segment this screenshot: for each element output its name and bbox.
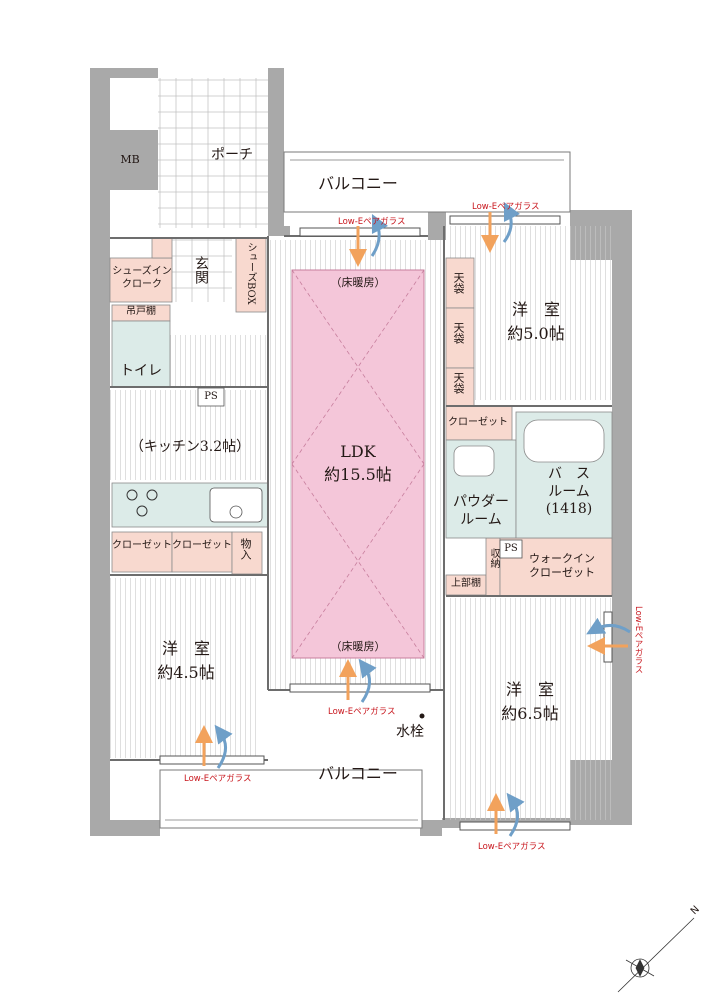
- bathroom-label: バ ス ルーム (1418): [545, 466, 593, 517]
- ps-box-mid: [499, 539, 523, 559]
- floor-heating-bottom-label: （床暖房）: [330, 640, 386, 653]
- bedroom-ne-size-label: 約5.0帖: [507, 324, 565, 343]
- ps-box-top: [197, 387, 225, 407]
- low-e-glass-top-right: Low-Eペアガラス: [472, 202, 540, 212]
- low-e-glass-ldk-bottom: Low-Eペアガラス: [328, 707, 396, 717]
- floor-heating-zone: [291, 269, 425, 659]
- entrance-floor: [172, 238, 232, 302]
- ldk-size-label: 約15.5帖: [324, 465, 392, 484]
- porch-label: ポーチ: [211, 147, 253, 163]
- partitions: [110, 226, 612, 820]
- low-e-glass-se-bottom: Low-Eペアガラス: [478, 842, 546, 852]
- balcony-top-label: バルコニー: [318, 174, 398, 193]
- mb-label: MB: [120, 153, 140, 166]
- hanging-shelf-label: 吊戸棚: [126, 306, 156, 317]
- shoe-box-label: シューズBOX: [245, 242, 256, 305]
- toilet-label: トイレ: [120, 363, 162, 379]
- ceiling-storage-1-label: 天袋: [452, 272, 465, 294]
- ps-top-label: PS: [204, 391, 218, 402]
- low-e-glass-top-center: Low-Eペアガラス: [338, 217, 406, 227]
- low-e-glass-sw-bottom: Low-Eペアガラス: [184, 774, 252, 784]
- airflow-arrows: [195, 201, 631, 837]
- wet-areas: [111, 320, 613, 539]
- entrance-label: 玄関: [193, 256, 209, 284]
- kitchen-counter: [111, 482, 269, 528]
- kitchen-label: （キッチン3.2帖）: [129, 439, 251, 455]
- closet-sw-1-label: クローゼット: [112, 540, 172, 551]
- balcony-top-area: [283, 151, 571, 213]
- floor-heating-top-label: （床暖房）: [330, 276, 386, 289]
- low-e-glass-right-side: Low-Eペアガラス: [633, 606, 643, 674]
- balcony-bottom-area: [159, 769, 423, 829]
- storage-label: 収納: [488, 548, 499, 568]
- compass-rose: [617, 917, 695, 993]
- bedroom-se-name-label: 洋 室: [505, 680, 555, 699]
- walk-in-closet-label: ウォークイン クローゼット: [529, 552, 595, 579]
- ceiling-storage-2-label: 天袋: [452, 322, 465, 344]
- bedroom-sw-name-label: 洋 室: [161, 639, 211, 658]
- porch-floor: [158, 78, 268, 228]
- balcony-bottom-label: バルコニー: [318, 764, 398, 783]
- bedroom-se-size-label: 約6.5帖: [501, 704, 559, 723]
- water-tap-marker: [419, 713, 425, 719]
- upper-shelf-label: 上部棚: [451, 578, 481, 589]
- ldk-name-label: LDK: [340, 442, 376, 461]
- closet-sw-2-label: クローゼット: [172, 540, 232, 551]
- ceiling-storage-3-label: 天袋: [452, 372, 465, 394]
- water-tap-label: 水栓: [396, 724, 424, 740]
- shoe-in-cloak-label: シューズイン クローク: [112, 266, 172, 290]
- ps-mid-label: PS: [504, 543, 518, 554]
- bedroom-ne-name-label: 洋 室: [511, 300, 561, 319]
- bedroom-sw-size-label: 約4.5帖: [157, 663, 215, 682]
- closet-ne-label: クローゼット: [448, 417, 508, 428]
- powder-room-label: パウダー ルーム: [453, 494, 509, 528]
- storage-sw-label: 物入: [239, 538, 252, 560]
